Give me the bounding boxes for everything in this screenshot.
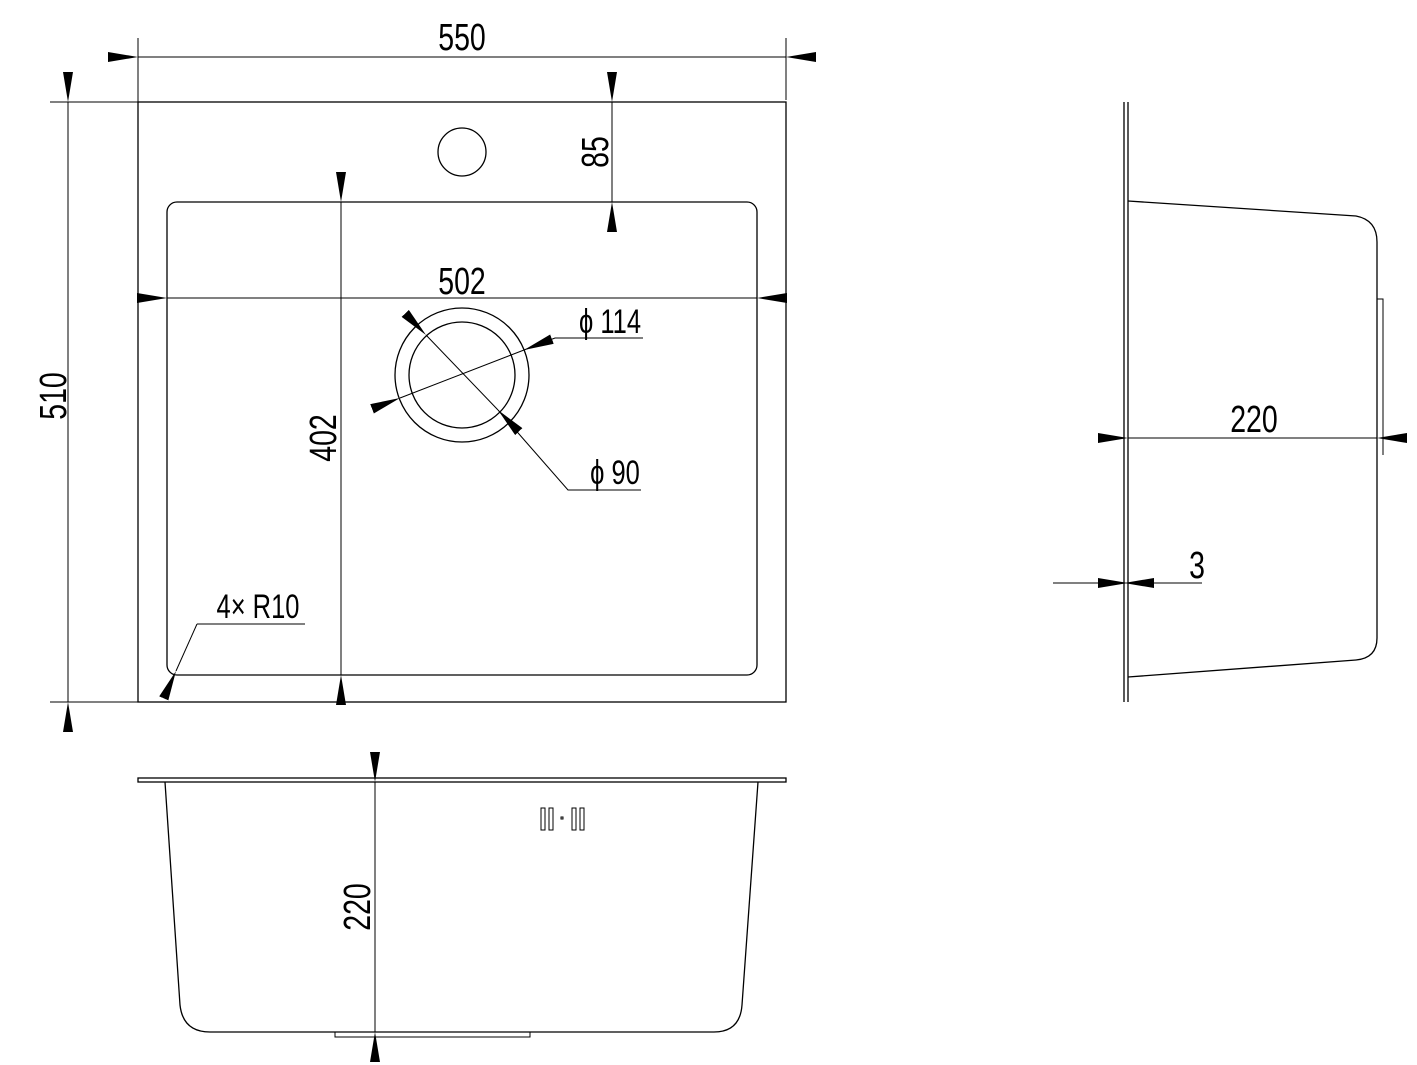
dimension-label: 502 xyxy=(438,261,486,303)
faucet-hole xyxy=(437,127,487,177)
dimension-label: 4× R10 xyxy=(217,589,300,626)
flange xyxy=(137,777,787,783)
top-view: 550 510 85 502 402 ϕ 114 xyxy=(33,17,816,732)
dimension-depth-510: 510 xyxy=(33,72,138,732)
drain-bracket xyxy=(1377,298,1384,455)
dimension-faucet-85: 85 xyxy=(575,72,617,232)
front-view: 220 xyxy=(137,752,787,1062)
bowl-profile xyxy=(164,781,759,1033)
drain-inner xyxy=(408,321,516,429)
dimension-label: ϕ 114 xyxy=(579,304,641,341)
dimension-label: 220 xyxy=(1230,399,1278,441)
dimension-label: 550 xyxy=(438,17,486,59)
dimension-corner-radius: 4× R10 xyxy=(159,589,305,701)
dimension-bowl-depth-402: 402 xyxy=(303,172,346,705)
dimension-side-depth-220: 220 xyxy=(1098,399,1407,443)
dimension-label: 402 xyxy=(303,414,345,462)
dimension-label: 510 xyxy=(33,372,75,420)
dimension-bowl-width-502: 502 xyxy=(137,261,787,303)
bowl-outline xyxy=(166,201,758,676)
dimension-front-depth-220: 220 xyxy=(337,752,380,1062)
dimension-label: 220 xyxy=(337,883,379,931)
dimension-label: 85 xyxy=(575,136,617,168)
sink-outline xyxy=(137,101,787,703)
side-view: 220 3 xyxy=(1053,102,1407,702)
dimension-width-550: 550 xyxy=(108,17,816,102)
dimension-label: 3 xyxy=(1189,545,1205,587)
drain-plate xyxy=(334,1031,531,1038)
logo-mark xyxy=(540,807,585,831)
dimension-drain-114: ϕ 114 xyxy=(370,304,643,414)
dimension-flange-3: 3 xyxy=(1053,545,1205,588)
dimension-label: ϕ 90 xyxy=(590,455,640,492)
dimension-drain-90: ϕ 90 xyxy=(401,309,641,492)
